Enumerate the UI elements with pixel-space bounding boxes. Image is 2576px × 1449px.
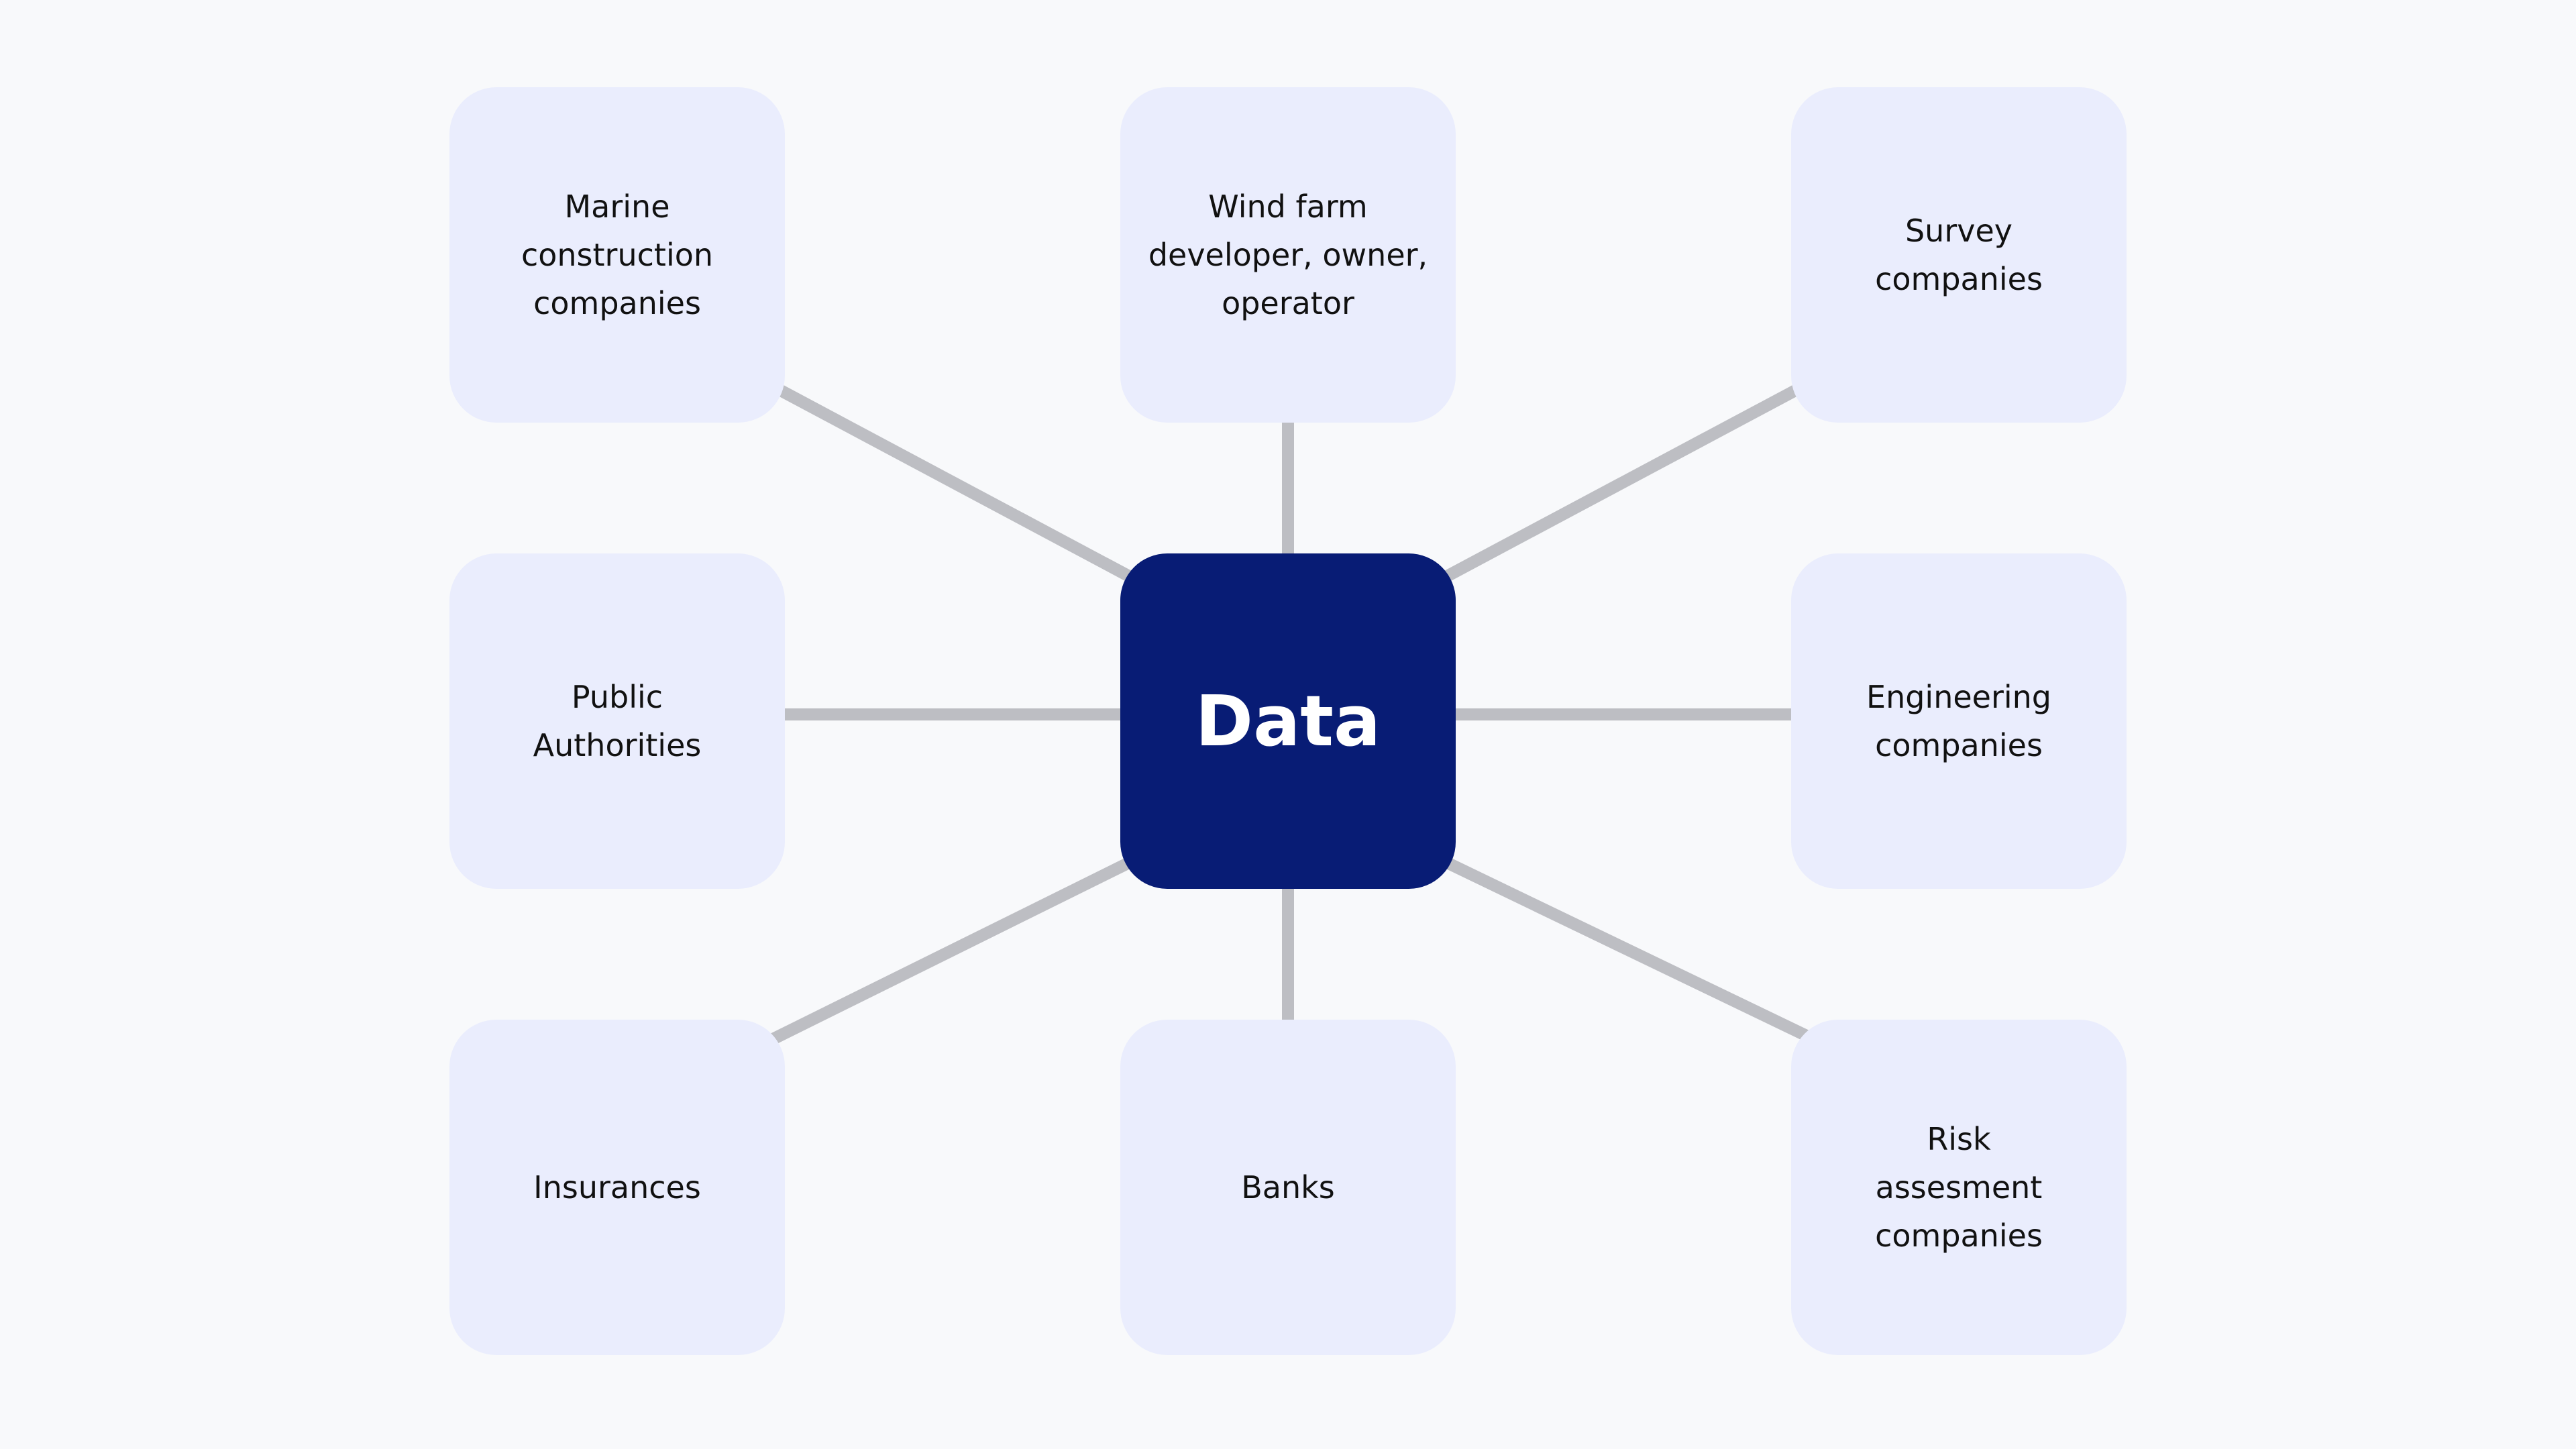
- node-survey-companies: Survey companies: [1791, 87, 2127, 423]
- node-banks: Banks: [1120, 1020, 1456, 1355]
- connector-bottom-right: [1443, 856, 1811, 1042]
- node-label: Insurances: [533, 1169, 701, 1205]
- node-label: Risk assesment companies: [1875, 1121, 2043, 1254]
- node-label: Banks: [1241, 1169, 1335, 1205]
- node-label: Survey companies: [1875, 213, 2043, 297]
- connector-top-right: [1442, 384, 1801, 582]
- node-risk-assessment: Risk assesment companies: [1791, 1020, 2127, 1355]
- node-label: Engineering companies: [1866, 679, 2051, 763]
- connector-top-left: [775, 384, 1134, 582]
- node-wind-farm-developer: Wind farm developer, owner, operator: [1120, 87, 1456, 423]
- hub-label: Data: [1195, 680, 1381, 762]
- node-public-authorities: Public Authorities: [449, 553, 785, 889]
- node-label: Public Authorities: [533, 679, 702, 763]
- node-marine-construction: Marine construction companies: [449, 87, 785, 423]
- node-insurances: Insurances: [449, 1020, 785, 1355]
- node-engineering-companies: Engineering companies: [1791, 553, 2127, 889]
- hub-data: Data: [1120, 553, 1456, 889]
- connector-bottom-left: [769, 856, 1133, 1046]
- node-label: Marine construction companies: [521, 189, 714, 321]
- node-label: Wind farm developer, owner, operator: [1148, 189, 1428, 321]
